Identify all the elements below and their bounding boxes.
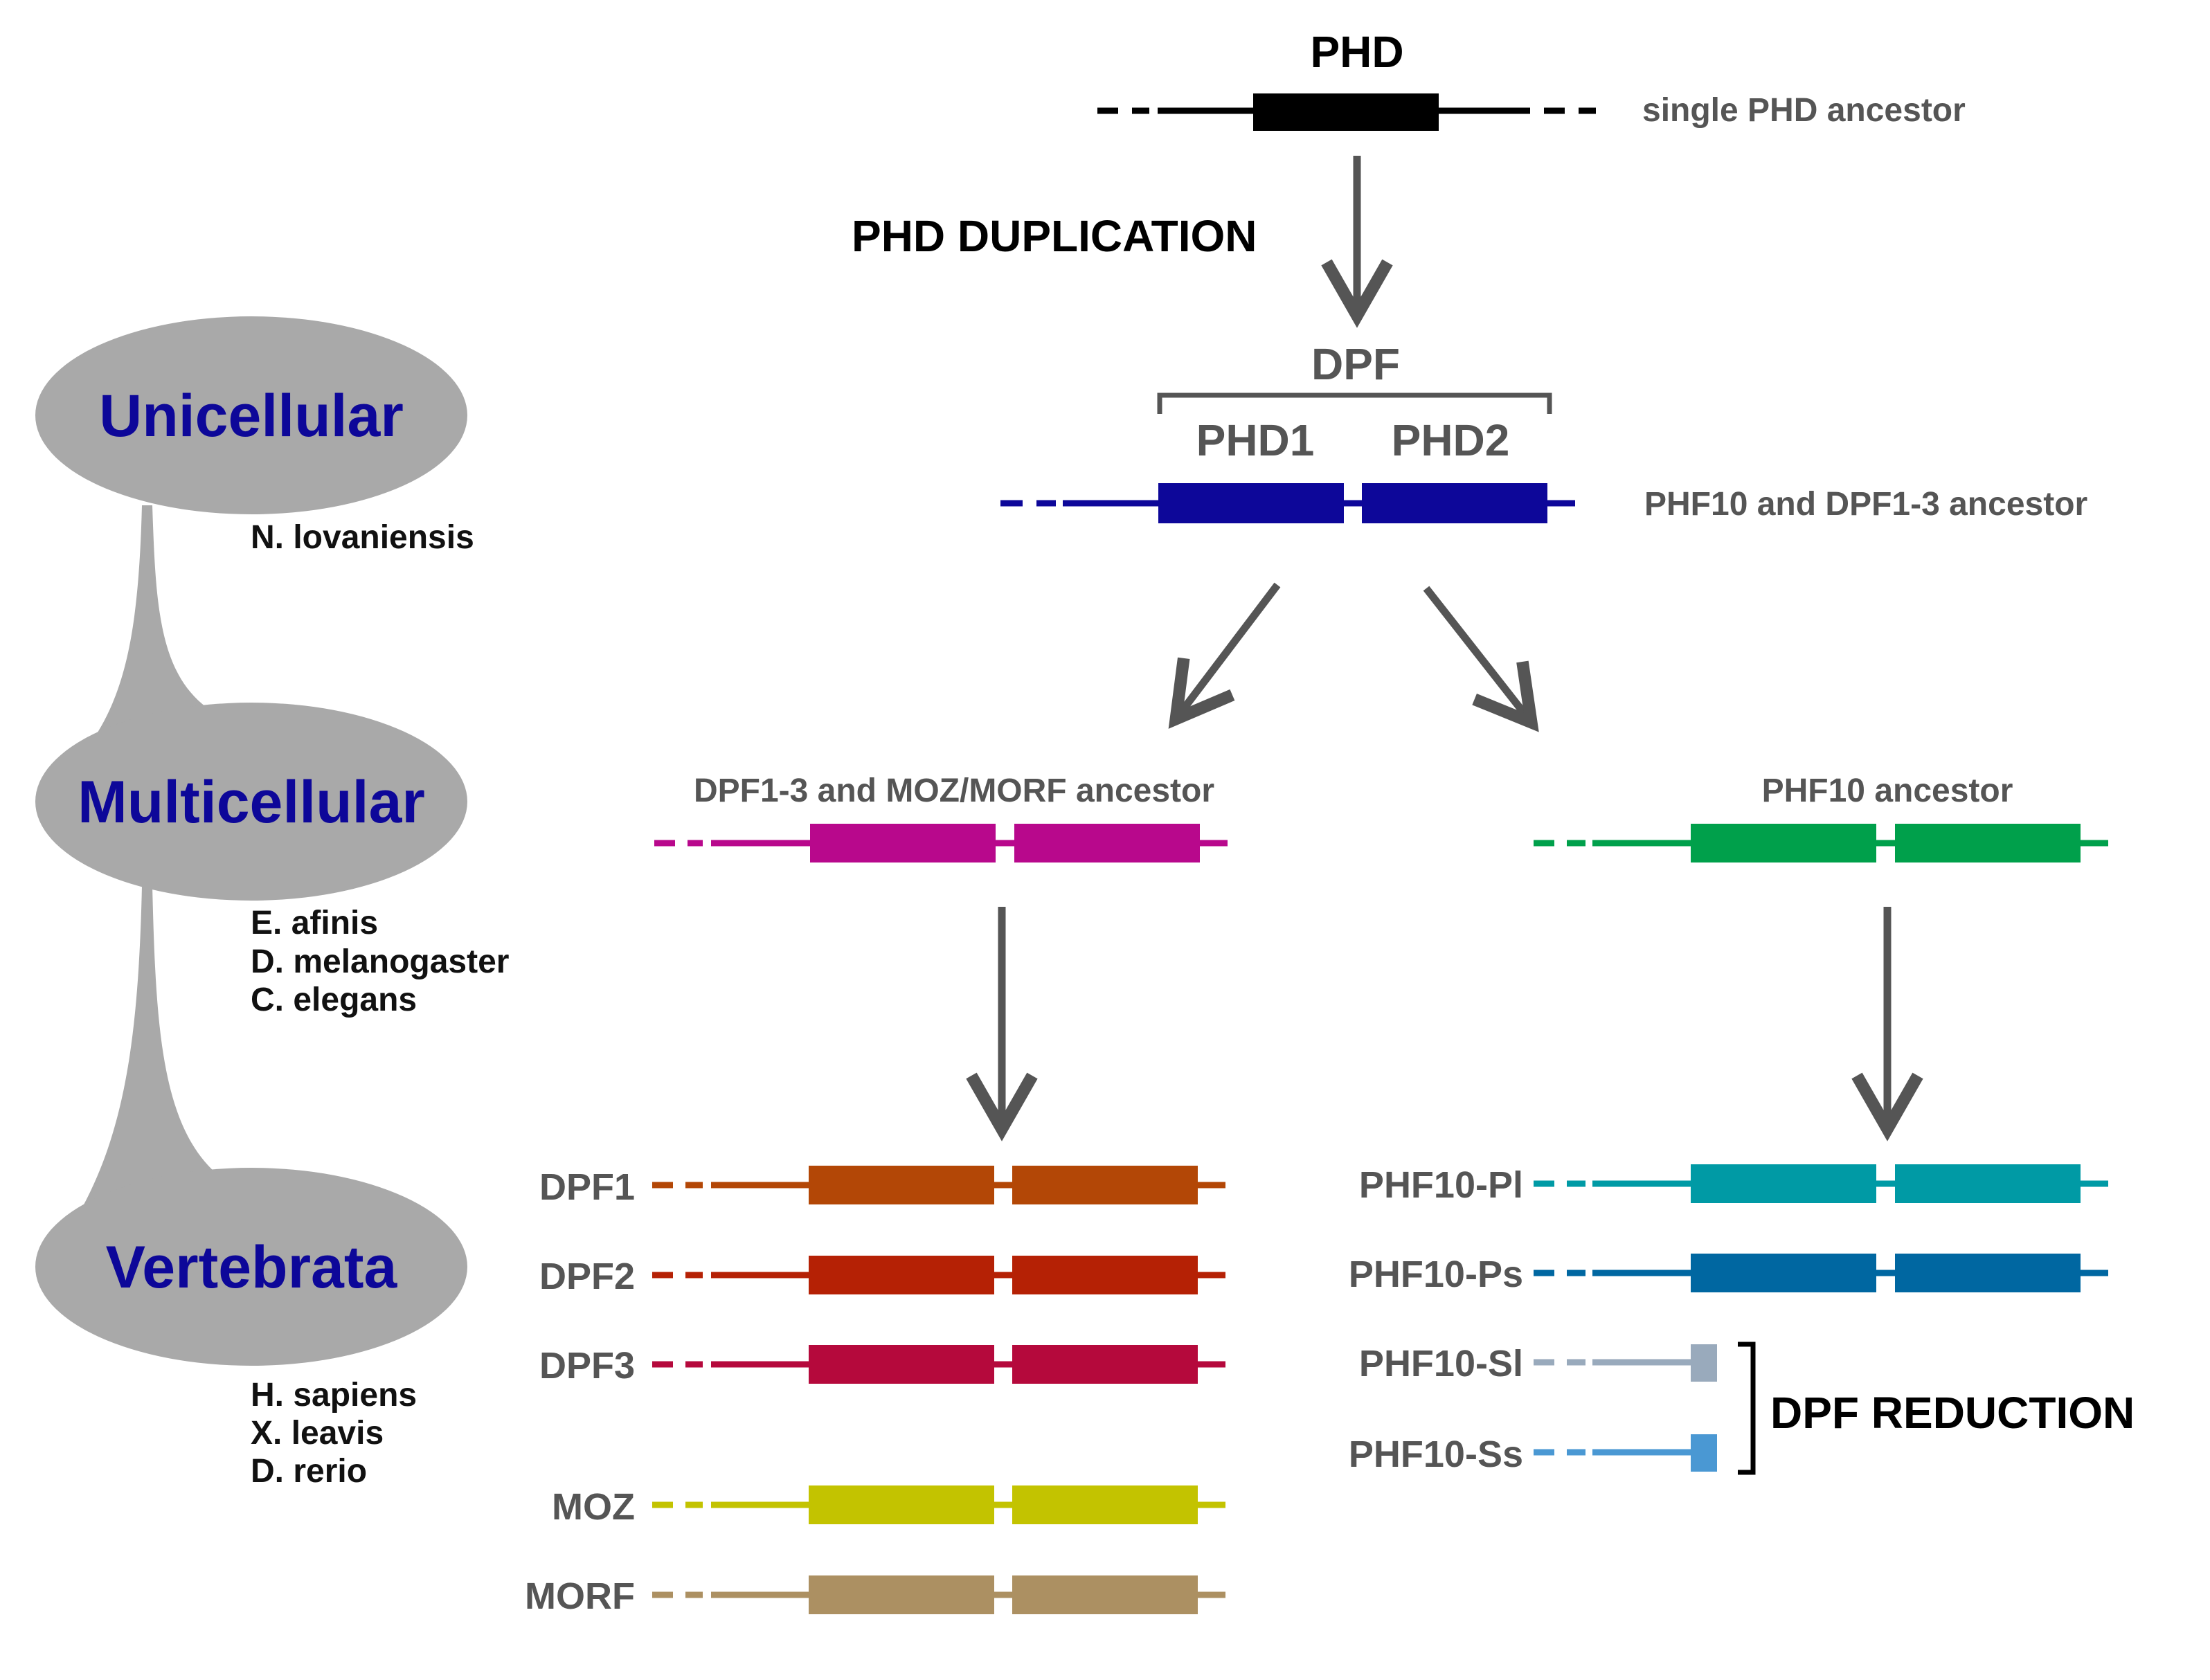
phf10-gene-row: PHF10-Sl [1359,1343,1717,1384]
phd1-domain [809,1256,994,1294]
phd1-domain [1158,483,1344,523]
species-label: N. lovaniensis [251,519,474,556]
phd1-domain [809,1166,994,1204]
clade-connector-upper [76,505,215,761]
phd2-domain [1012,1575,1198,1614]
gene-name-dpf2: DPF2 [539,1256,635,1297]
dpf-gene-row: MORF [525,1575,1225,1617]
dpf-gene-row: DPF3 [539,1345,1225,1387]
phd1-domain [810,824,996,862]
phf10-gene-row: PHF10-Ss [1349,1434,1717,1475]
truncated-domain [1691,1344,1717,1382]
dpf-ancestor-caption: PHF10 and DPF1-3 ancestor [1644,486,2087,523]
dpf-bracket-label: DPF [1311,339,1400,389]
clade-ellipse-multicellular [35,703,467,901]
clade-label-vertebrata: Vertebrata [106,1234,398,1301]
clade-tree: Unicellular Multicellular Vertebrata N. … [35,316,509,1490]
phd-domain [1253,93,1439,131]
species-label: C. elegans [251,982,417,1018]
phd2-domain [1895,1254,2081,1292]
species-label: X. leavis [251,1415,384,1452]
clade-ellipse-unicellular [35,316,467,514]
gene-name-phf10-ps: PHF10-Ps [1349,1254,1523,1295]
phd2-domain [1895,824,2081,862]
species-label: H. sapiens [251,1377,417,1413]
phd1-label: PHD1 [1196,415,1315,465]
single-phd-ancestor: PHD single PHD ancestor [1097,27,1966,131]
reduction-bracket [1738,1342,1756,1475]
phd2-domain [1014,824,1200,862]
phd-duplication-label: PHD DUPLICATION [852,211,1257,261]
phd2-domain [1012,1485,1198,1524]
phd1-domain [809,1575,994,1614]
gene-name-morf: MORF [525,1575,635,1617]
arrow-branch-right [1423,586,1539,732]
phd1-domain [1691,824,1876,862]
phd1-domain [809,1485,994,1524]
clade-connector-lower [76,886,220,1218]
dpf-bracket [1157,392,1552,414]
species-label: D. rerio [251,1453,367,1490]
arrow-branch-left [1168,582,1281,729]
phf10-gene-row: PHF10-Ps [1349,1254,2108,1295]
species-label: E. afinis [251,905,378,941]
phd2-domain [1012,1256,1198,1294]
gene-name-phf10-pl: PHF10-Pl [1359,1164,1523,1206]
dpf-moz-ancestor: DPF1-3 and MOZ/MORF ancestor [654,773,1228,862]
dpf-gene-row: DPF1 [539,1166,1225,1208]
phd2-domain [1895,1164,2081,1203]
dpf-gene-row: MOZ [552,1485,1225,1528]
phd1-domain [1691,1164,1876,1203]
phd-title: PHD [1310,27,1403,77]
gene-name-moz: MOZ [552,1486,635,1528]
phd2-domain [1012,1166,1198,1204]
species-label: D. melanogaster [251,943,509,980]
phd1-domain [809,1345,994,1384]
gene-name-dpf3: DPF3 [539,1345,635,1387]
gene-name-dpf1: DPF1 [539,1166,635,1208]
gene-name-phf10-sl: PHF10-Sl [1359,1343,1523,1384]
phd2-domain [1362,483,1547,523]
phd1-domain [1691,1254,1876,1292]
dpf-reduction-label: DPF REDUCTION [1770,1388,2135,1438]
single-phd-caption: single PHD ancestor [1642,92,1966,129]
dpf-ancestor: DPF PHD1 PHD2 PHF10 and DPF1-3 ancestor [1000,339,2087,523]
phd2-domain [1012,1345,1198,1384]
gene-name-phf10-ss: PHF10-Ss [1349,1434,1523,1475]
clade-label-multicellular: Multicellular [78,769,425,836]
dpf-moz-ancestor-caption: DPF1-3 and MOZ/MORF ancestor [694,773,1214,809]
truncated-domain [1691,1434,1717,1472]
clade-ellipse-vertebrata [35,1168,467,1366]
phf10-gene-row: PHF10-Pl [1359,1164,2108,1206]
clade-label-unicellular: Unicellular [99,383,404,449]
phd2-label: PHD2 [1392,415,1510,465]
phf10-ancestor-caption: PHF10 ancestor [1762,773,2013,809]
dpf-gene-row: DPF2 [539,1256,1225,1297]
phf10-ancestor: PHF10 ancestor [1534,773,2108,862]
